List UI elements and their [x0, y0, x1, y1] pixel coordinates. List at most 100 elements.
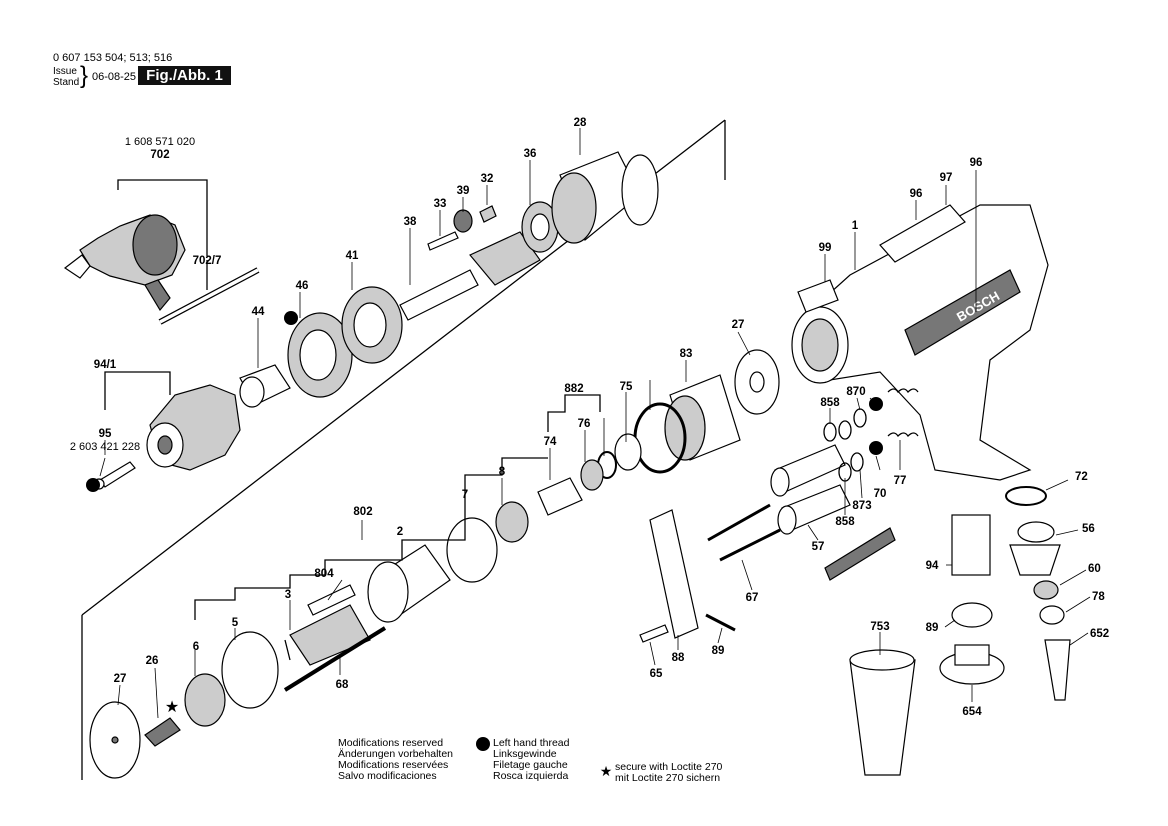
silencer-753 [849, 649, 916, 776]
left-hand-thread-symbol [86, 311, 490, 751]
disc-72 [614, 433, 642, 471]
issue-label: Issue [53, 66, 77, 77]
callout-70: 74 [544, 436, 557, 448]
pinion-26 [144, 717, 181, 747]
callout-44: 44 [252, 306, 265, 318]
bearing-8 [495, 501, 529, 543]
bearing-6 [184, 673, 226, 727]
label-95 [879, 204, 966, 263]
callout-3: 3 [285, 589, 291, 601]
callout-858-upper: 870 [846, 386, 865, 398]
bracket-702 [117, 179, 208, 256]
bearing-36 [521, 201, 559, 253]
callout-39: 39 [457, 185, 470, 197]
callout-95: 96 [910, 188, 923, 200]
callout-60: 60 [1088, 563, 1101, 575]
part-number-chuck-key-set: 1 608 571 020 [125, 136, 195, 148]
callout-38: 38 [404, 216, 417, 228]
callout-804: 804 [314, 568, 334, 580]
adapter-44 [239, 364, 291, 408]
callout-36: 36 [524, 148, 537, 160]
callout-870: 882 [564, 383, 583, 395]
callout-94-1: 95 [99, 428, 112, 440]
pin-33 [427, 231, 459, 251]
callout-6: 6 [193, 641, 199, 653]
callout-56: 56 [1082, 523, 1095, 535]
seal-74 [580, 459, 604, 491]
callout-41: 41 [346, 250, 359, 262]
nipple-652 [1044, 639, 1071, 701]
brace-glyph: } [80, 62, 89, 89]
callout-702-7: 702/7 [193, 255, 222, 267]
inlet-56 [1009, 521, 1061, 576]
band-99 [797, 279, 839, 313]
callout-76: 78 [1092, 591, 1105, 603]
ring-nut-46 [287, 312, 353, 398]
key-chuck [63, 214, 186, 286]
callout-78: 89 [712, 645, 725, 657]
callout-654: 654 [962, 706, 982, 718]
callout-2: 2 [397, 526, 403, 538]
end-plate-7 [446, 517, 498, 583]
chuck-key [144, 267, 260, 325]
bracket-802 [194, 457, 548, 620]
note-loctite: secure with Loctite 270 mit Loctite 270 … [615, 761, 723, 784]
spindle-38 [399, 231, 541, 321]
washer-27-upper [734, 349, 780, 415]
callout-28: 28 [574, 117, 587, 129]
bearing-41 [341, 286, 403, 364]
callout-27-lower: 27 [114, 673, 127, 685]
callout-8: 8 [499, 466, 506, 478]
callout-69: 72 [1075, 471, 1088, 483]
note-left-hand-thread: Left hand thread Linksgewinde Filetage g… [493, 737, 570, 782]
callout-99: 99 [819, 242, 832, 254]
callout-855-lower: 858 [835, 516, 855, 528]
springs-83 [887, 388, 919, 438]
end-plate-5 [221, 631, 279, 709]
nut-76 [1039, 605, 1065, 625]
callout-97: 97 [940, 172, 953, 184]
bracket-870 [547, 394, 601, 432]
callout-77: 88 [672, 652, 685, 664]
callout-89-label: 89 [926, 622, 939, 634]
callout-74: 76 [578, 418, 591, 430]
pins-67 [707, 503, 781, 562]
callout-32: 32 [481, 173, 494, 185]
callout-88: 94 [926, 560, 939, 572]
callout-652: 652 [1090, 628, 1109, 640]
svg-text:★: ★ [165, 699, 179, 716]
o-ring-69 [1005, 486, 1047, 506]
ring-gear-28 [551, 151, 659, 244]
rotor-3 [284, 604, 371, 666]
cap-89 [951, 602, 993, 628]
housing-1: BOSCH [791, 204, 1049, 481]
callout-94: 94/1 [94, 359, 117, 371]
callout-67: 67 [746, 592, 759, 604]
callout-7: 7 [462, 489, 468, 501]
callout-27-upper: 27 [732, 319, 745, 331]
callout-5: 5 [232, 617, 239, 629]
callout-75: 83 [680, 348, 693, 360]
balls-68 [869, 397, 883, 455]
callout-72: 75 [620, 381, 633, 393]
callout-65: 65 [650, 668, 663, 680]
stand-label: Stand [53, 77, 80, 88]
callout-83: 77 [894, 475, 907, 487]
vane-804 [307, 584, 356, 616]
needle-32 [479, 205, 497, 223]
drawing-part-numbers: 0 607 153 504; 513; 516 [53, 52, 173, 64]
washer-27-lower [89, 701, 141, 779]
bracket-94 [104, 371, 171, 410]
callout-802: 802 [353, 506, 372, 518]
pin-66 [283, 626, 387, 692]
issue-date: 06-08-25 [92, 71, 137, 83]
rotor-housing-70 [537, 477, 583, 516]
callout-702: 702 [150, 149, 169, 161]
callout-57: 57 [812, 541, 825, 553]
lever-77 [649, 509, 699, 639]
cylinder-2 [367, 544, 451, 623]
callout-46: 46 [296, 280, 309, 292]
keyless-chuck [146, 384, 241, 471]
nut-654 [939, 644, 1005, 685]
